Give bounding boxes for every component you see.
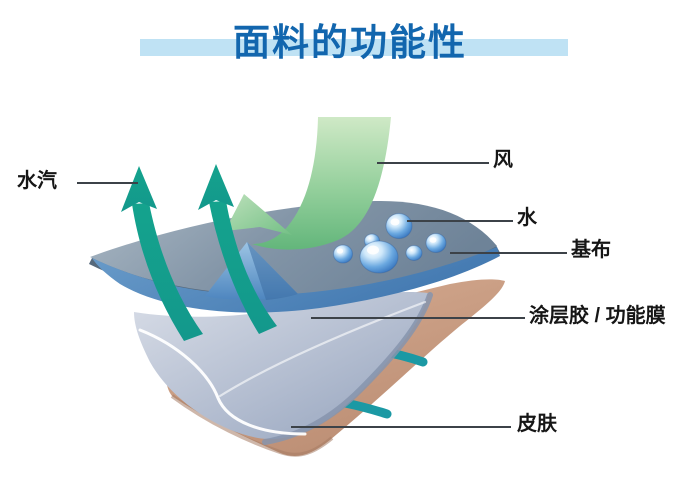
vapor-arrow-left-tail	[132, 203, 203, 341]
blue-layer	[92, 242, 500, 313]
water-droplets	[333, 213, 447, 274]
vapor-arrow-left-head	[121, 166, 157, 212]
page-title: 面料的功能性	[233, 22, 467, 63]
label-water: 水	[517, 207, 537, 229]
label-coating: 涂层胶 / 功能膜	[529, 305, 666, 327]
label-wind: 风	[493, 149, 513, 171]
vapor-arrow-right-head	[198, 164, 234, 210]
title-band	[140, 39, 568, 56]
wind-ribbon	[225, 117, 391, 250]
vapor-arrow-right-tail	[209, 201, 277, 334]
label-skin: 皮肤	[517, 413, 557, 435]
membrane-layer	[134, 292, 433, 445]
wind-bounce-arrowhead	[225, 194, 292, 235]
label-water-vapor: 水汽	[17, 170, 57, 192]
label-base-fabric: 基布	[571, 239, 611, 261]
leader-lines	[77, 162, 567, 428]
vapor-arrows	[121, 164, 277, 341]
